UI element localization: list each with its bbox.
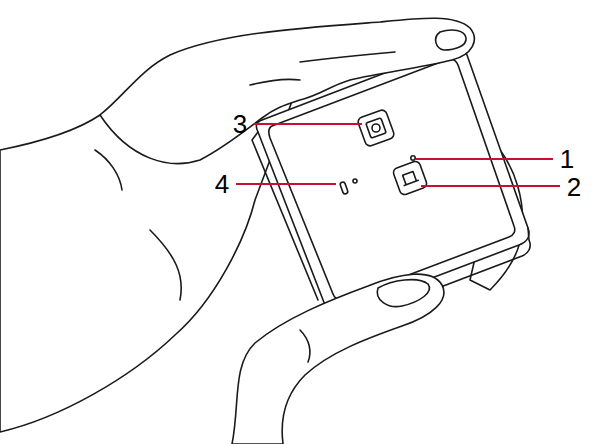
trigger-button [392, 160, 428, 196]
scan-button-icon [366, 118, 387, 139]
leader-line [416, 158, 553, 160]
leader-line [421, 185, 560, 187]
scan-button-icon [372, 124, 380, 132]
finger-crease [250, 79, 300, 85]
indicator-hole [411, 156, 415, 160]
thumbnail [377, 280, 429, 307]
palm-crease [150, 230, 181, 300]
callout-number: 3 [233, 111, 247, 137]
callout-number: 2 [567, 174, 581, 200]
finger-crease [300, 52, 395, 62]
led-dot [353, 179, 357, 183]
callout-number: 4 [215, 171, 229, 197]
microphone-slot [340, 182, 349, 195]
callout-number: 1 [560, 146, 574, 172]
thumb-crease [300, 330, 310, 362]
palm-crease [95, 150, 122, 190]
trigger-button-icon [401, 171, 419, 186]
leader-line [236, 183, 336, 185]
scan-button [357, 109, 395, 147]
device-edge [252, 132, 318, 300]
hand-thumb [232, 274, 444, 444]
leader-line [254, 123, 362, 125]
hand-fingers [100, 18, 474, 163]
fingernail [436, 30, 466, 50]
